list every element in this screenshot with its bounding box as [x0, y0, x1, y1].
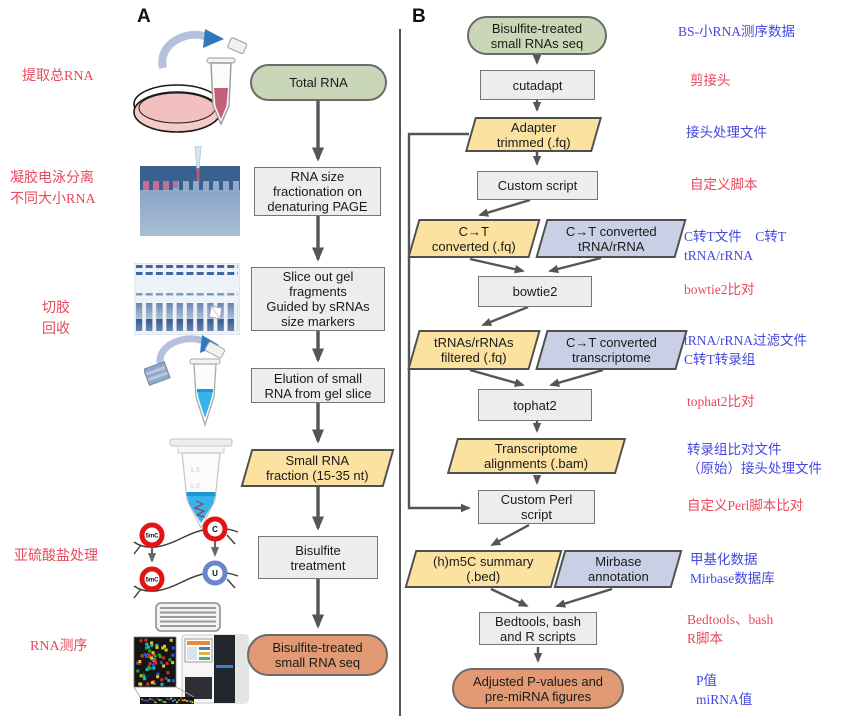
annotation-bedtools-scripts: Bedtools、bash R脚本	[687, 612, 774, 646]
node-custom-script: Custom script	[477, 171, 598, 200]
feedback-connector	[407, 132, 471, 513]
annotation-alignment-files: 转录组比对文件 （原始）接头处理文件	[687, 442, 822, 476]
node-rna-size-fractionation: RNA size fractionation on denaturing PAG…	[254, 167, 381, 216]
node-bisulfite-treated-small-rna-seq: Bisulfite-treated small RNA seq	[247, 634, 388, 676]
bisulfite-conversion-icon: 5mC C 5mC U	[132, 516, 240, 604]
annotation-adapter-file: 接头处理文件	[686, 125, 767, 140]
svg-text:U: U	[212, 569, 218, 578]
node-adjusted-pvalues: Adjusted P-values and pre-miRNA figures	[452, 668, 624, 709]
annotation-extract-total-rna: 提取总RNA	[22, 69, 94, 84]
annotation-custom-script: 自定义脚本	[690, 177, 758, 192]
gel-lanes-icon	[134, 263, 240, 335]
node-hm5c-summary: (h)m5C summary (.bed)	[404, 550, 563, 588]
annotation-ct-files: C转T文件 C转T tRNA/rRNA	[684, 229, 786, 263]
panel-a-label: A	[137, 6, 151, 27]
annotation-methylation-data: 甲基化数据 Mirbase数据库	[690, 552, 775, 586]
annotation-tophat2-align: tophat2比对	[687, 394, 755, 409]
node-slice-gel-fragments: Slice out gel fragments Guided by sRNAs …	[251, 267, 385, 331]
node-mirbase-annotation: Mirbase annotation	[553, 550, 683, 588]
node-cutadapt: cutadapt	[480, 70, 595, 100]
svg-text:5mC: 5mC	[145, 578, 159, 584]
annotation-gel-cut-recover: 切胶 回收	[42, 301, 70, 337]
annotation-pvalue-mirna: P值 miRNA值	[696, 673, 753, 707]
node-trnas-rrnas-filtered: tRNAs/rRNAs filtered (.fq)	[407, 330, 541, 370]
annotation-bisulfite-treat: 亚硫酸盐处理	[14, 549, 98, 564]
node-small-rna-fraction: Small RNA fraction (15-35 nt)	[240, 449, 395, 487]
svg-text:1.5: 1.5	[190, 467, 200, 474]
svg-text:5mC: 5mC	[145, 534, 159, 540]
annotation-filtered-files: tRNA/rRNA过滤文件 C转T转录组	[684, 333, 808, 367]
node-adapter-trimmed: Adapter trimmed (.fq)	[464, 117, 603, 152]
node-bowtie2: bowtie2	[478, 276, 592, 307]
annotation-perl-align: 自定义Perl脚本比对	[687, 498, 804, 513]
panel-b-label: B	[412, 6, 426, 27]
petri-dish-tube-icon	[133, 24, 255, 136]
node-ct-converted-fq: C→T converted (.fq)	[407, 219, 541, 258]
annotation-gel-electrophoresis: 凝胶电泳分离 不同大小RNA	[10, 171, 96, 207]
node-ct-converted-transcriptome: C→T converted transcriptome	[535, 330, 688, 370]
node-ct-converted-trna-rrna: C→T converted tRNA/rRNA	[535, 219, 687, 258]
svg-text:1.0: 1.0	[190, 483, 200, 490]
node-elution-small-rna: Elution of small RNA from gel slice	[251, 368, 385, 403]
node-bisulfite-treatment: Bisulfite treatment	[258, 536, 378, 579]
node-tophat2: tophat2	[478, 389, 592, 421]
gel-electrophoresis-icon	[140, 146, 240, 238]
svg-text:C: C	[212, 525, 218, 534]
annotation-rna-seq: RNA测序	[30, 639, 88, 654]
node-custom-perl-script: Custom Perl script	[478, 490, 595, 524]
node-bedtools-bash-r: Bedtools, bash and R scripts	[479, 612, 597, 645]
annotation-bowtie2-align: bowtie2比对	[684, 282, 755, 297]
node-transcriptome-alignments: Transcriptome alignments (.bam)	[446, 438, 627, 474]
node-total-rna: Total RNA	[250, 64, 387, 101]
sequencer-icon	[132, 599, 250, 711]
gel-slice-tube-icon	[144, 333, 240, 432]
annotation-cut-adapter: 剪接头	[690, 73, 731, 88]
node-bs-small-rnas-seq: Bisulfite-treated small RNAs seq	[467, 16, 607, 55]
annotation-bs-seq-data: BS-小RNA测序数据	[678, 24, 796, 39]
microtube-icon: 1.5 1.0	[166, 438, 236, 532]
